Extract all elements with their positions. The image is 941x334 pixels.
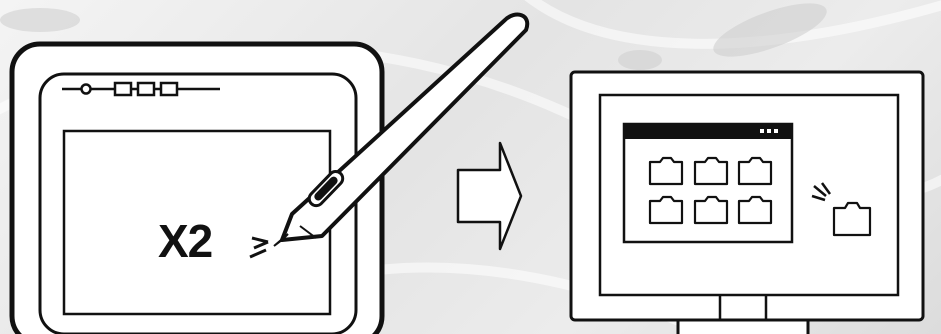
double-tap-label: X2: [158, 218, 212, 264]
folder-icon: [650, 197, 682, 223]
folder-icon: [739, 158, 771, 184]
right-arrow-icon: [458, 143, 521, 249]
folder-icon: [695, 158, 727, 184]
window-title-bar: [624, 124, 792, 139]
monitor-stand: [678, 320, 808, 334]
folder-icon: [834, 203, 870, 235]
window-controls: [760, 129, 778, 133]
folder-icon: [650, 158, 682, 184]
folder-icon: [739, 197, 771, 223]
folder-icon: [695, 197, 727, 223]
